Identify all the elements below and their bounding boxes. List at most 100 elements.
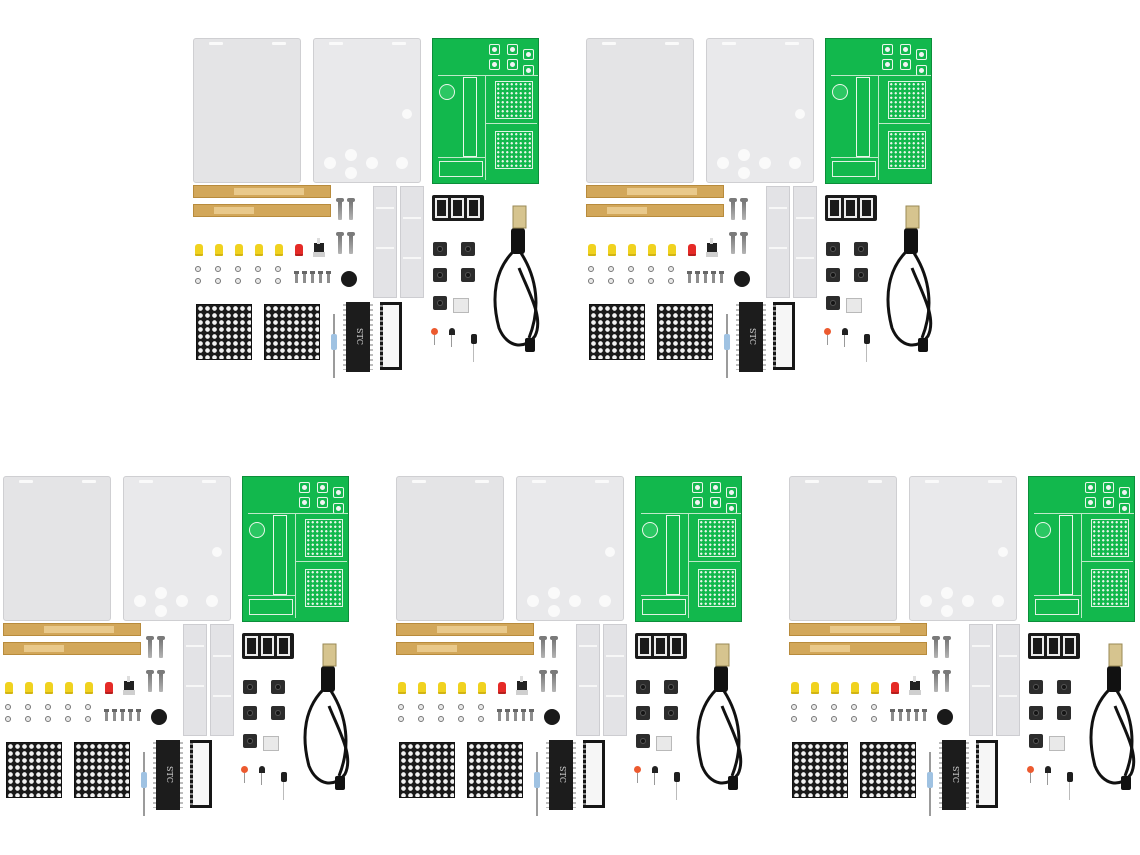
- diy-kit-1: STC: [193, 38, 543, 398]
- ic-socket: [190, 740, 212, 808]
- led-matrix: [589, 304, 645, 360]
- transistor: [1045, 766, 1051, 785]
- wooden-strip: [3, 623, 141, 636]
- transistor: [652, 766, 658, 785]
- long-screw: [550, 636, 558, 658]
- diy-kit-4: STC: [396, 476, 746, 836]
- buzzer: [937, 709, 953, 725]
- acrylic-post: [603, 624, 627, 736]
- diy-kit-2: STC: [586, 38, 936, 398]
- transistor: [842, 328, 848, 347]
- acrylic-post: [996, 624, 1020, 736]
- capacitor: [864, 334, 870, 362]
- long-screw: [347, 232, 355, 254]
- microcontroller-chip: STC: [736, 302, 766, 372]
- wooden-strip: [193, 185, 331, 198]
- buzzer: [544, 709, 560, 725]
- resistor: [927, 752, 933, 816]
- acrylic-panel-front: [313, 38, 421, 183]
- seven-segment-display: [242, 633, 294, 659]
- slide-switch: [706, 238, 718, 257]
- diy-kit-5: STC: [789, 476, 1139, 836]
- acrylic-panel-back: [789, 476, 897, 621]
- led-matrix: [792, 742, 848, 798]
- resistor: [331, 314, 337, 378]
- ic-socket: [583, 740, 605, 808]
- seven-segment-display: [1028, 633, 1080, 659]
- usb-cable: [886, 205, 933, 352]
- wooden-strip: [193, 204, 331, 217]
- usb-port: [263, 736, 279, 751]
- red-led: [824, 328, 831, 345]
- long-screw: [539, 670, 547, 692]
- acrylic-panel-front: [909, 476, 1017, 621]
- long-screw: [146, 670, 154, 692]
- usb-port: [846, 298, 862, 313]
- slide-switch: [516, 676, 528, 695]
- led-matrix: [6, 742, 62, 798]
- long-screw: [336, 198, 344, 220]
- green-circuit-board: [242, 476, 349, 622]
- green-circuit-board: [635, 476, 742, 622]
- slide-switch: [313, 238, 325, 257]
- acrylic-post: [373, 186, 397, 298]
- ic-socket: [976, 740, 998, 808]
- red-led: [634, 766, 641, 783]
- acrylic-panel-front: [123, 476, 231, 621]
- led-matrix: [74, 742, 130, 798]
- usb-cable: [1089, 643, 1136, 790]
- ic-socket: [773, 302, 795, 370]
- long-screw: [943, 636, 951, 658]
- slide-switch: [123, 676, 135, 695]
- green-circuit-board: [825, 38, 932, 184]
- long-screw: [539, 636, 547, 658]
- diy-kit-3: STC: [3, 476, 353, 836]
- long-screw: [729, 232, 737, 254]
- led-matrix: [264, 304, 320, 360]
- acrylic-panel-front: [516, 476, 624, 621]
- microcontroller-chip: STC: [939, 740, 969, 810]
- wooden-strip: [586, 185, 724, 198]
- long-screw: [943, 670, 951, 692]
- led-matrix: [399, 742, 455, 798]
- seven-segment-display: [432, 195, 484, 221]
- seven-segment-display: [635, 633, 687, 659]
- capacitor: [674, 772, 680, 800]
- wooden-strip: [3, 642, 141, 655]
- usb-cable: [493, 205, 540, 352]
- red-led: [241, 766, 248, 783]
- buzzer: [151, 709, 167, 725]
- microcontroller-chip: STC: [343, 302, 373, 372]
- led-matrix: [860, 742, 916, 798]
- long-screw: [157, 636, 165, 658]
- long-screw: [932, 670, 940, 692]
- transistor: [449, 328, 455, 347]
- acrylic-panel-back: [396, 476, 504, 621]
- acrylic-post: [210, 624, 234, 736]
- microcontroller-chip: STC: [546, 740, 576, 810]
- led-matrix: [467, 742, 523, 798]
- buzzer: [341, 271, 357, 287]
- ic-socket: [380, 302, 402, 370]
- long-screw: [729, 198, 737, 220]
- wooden-strip: [396, 623, 534, 636]
- seven-segment-display: [825, 195, 877, 221]
- green-circuit-board: [432, 38, 539, 184]
- long-screw: [932, 636, 940, 658]
- led-matrix: [657, 304, 713, 360]
- usb-port: [656, 736, 672, 751]
- long-screw: [740, 198, 748, 220]
- red-led: [431, 328, 438, 345]
- usb-cable: [696, 643, 743, 790]
- transistor: [259, 766, 265, 785]
- acrylic-panel-front: [706, 38, 814, 183]
- resistor: [534, 752, 540, 816]
- usb-port: [1049, 736, 1065, 751]
- acrylic-post: [400, 186, 424, 298]
- long-screw: [550, 670, 558, 692]
- microcontroller-chip: STC: [153, 740, 183, 810]
- resistor: [141, 752, 147, 816]
- capacitor: [471, 334, 477, 362]
- long-screw: [740, 232, 748, 254]
- wooden-strip: [586, 204, 724, 217]
